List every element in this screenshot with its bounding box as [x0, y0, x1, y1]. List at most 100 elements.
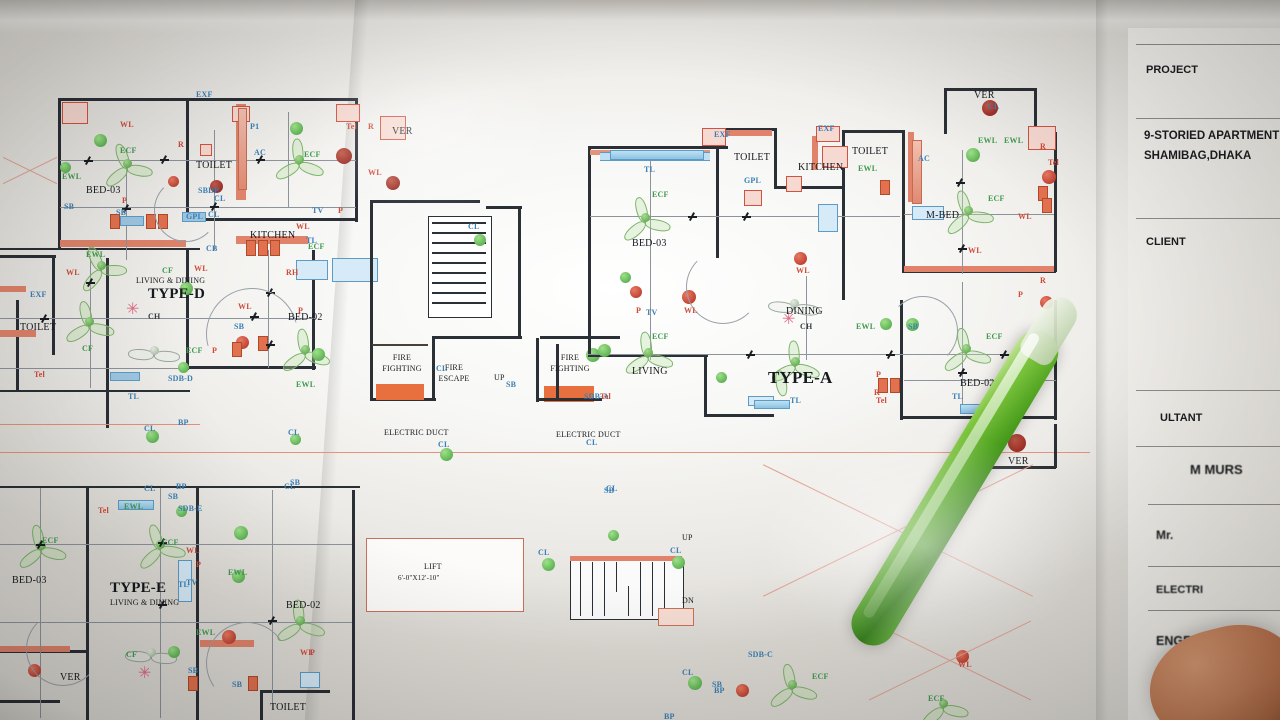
symbol-tag-ewl: EWL — [1004, 136, 1024, 145]
symbol-tag-sdb-c: SDB-C — [748, 650, 774, 659]
symbol-tag-sb: SB — [188, 666, 199, 675]
label-dn-stair: DN — [682, 596, 694, 605]
symbol-tag-ecf: ECF — [308, 242, 325, 251]
symbol-tag-sdb-e: SDB-E — [178, 504, 203, 513]
room-label: TOILET — [852, 146, 889, 157]
symbol-tag-r: R — [1040, 276, 1046, 285]
symbol-tag-tel: Tel — [600, 392, 611, 401]
symbol-tag-r: R — [1040, 142, 1046, 151]
symbol-tag-ch: CH — [148, 312, 161, 321]
room-label: BED-03 — [12, 575, 47, 586]
room-label: BED-03 — [632, 238, 667, 249]
label-fire-fighting-right: FIRE FIGHTING — [550, 353, 590, 373]
symbol-tag-wl: WL — [194, 264, 208, 273]
symbol-tag-wl: WL — [300, 648, 314, 657]
symbol-tag-wl: WL — [958, 660, 972, 669]
symbol-tag-tl: TL — [128, 392, 140, 401]
symbol-tag-wl: WL — [186, 546, 200, 555]
symbol-tag-ecf: ECF — [652, 332, 669, 341]
symbol-tag-wl: WL — [684, 306, 698, 315]
symbol-tag-p: P — [310, 648, 316, 657]
symbol-tag-tv: TV — [186, 578, 198, 587]
ceiling-fan-icon — [275, 596, 327, 644]
symbol-tag-p: P — [298, 306, 304, 315]
symbol-tag-cl: CL — [468, 222, 480, 231]
label-electric-duct-right: ELECTRIC DUCT — [556, 430, 621, 439]
label-electric-duct-left: ELECTRIC DUCT — [384, 428, 449, 437]
symbol-tag-tl: TL — [790, 396, 802, 405]
symbol-tag-ecf: ECF — [120, 146, 137, 155]
symbol-tag-bp: BP — [714, 686, 725, 695]
room-label: VER — [60, 672, 81, 683]
symbol-tag-p: P — [1018, 290, 1024, 299]
symbol-tag-tl: TL — [952, 392, 964, 401]
symbol-tag-sdb-a: SDB-A — [584, 392, 610, 401]
ceiling-fan-icon — [64, 299, 116, 345]
symbol-tag-tel: Tel — [876, 396, 887, 405]
title-block-project-location: SHAMIBAG,DHAKA — [1144, 150, 1252, 162]
symbol-tag-exf: EXF — [714, 130, 731, 139]
ceiling-fan-icon — [78, 242, 127, 294]
symbol-tag-cl: CL — [670, 546, 682, 555]
symbol-tag-tv: TV — [646, 308, 658, 317]
symbol-tag-cl: CL — [214, 194, 226, 203]
symbol-tag-sb: SB — [290, 478, 301, 487]
paper-fold-crease-2 — [1096, 0, 1118, 720]
symbol-tag-tel: Tel — [346, 122, 357, 131]
title-block: PROJECT 9-STORIED APARTMENT SHAMIBAG,DHA… — [1128, 28, 1280, 720]
paper-top-shadow — [0, 0, 1280, 34]
symbol-tag-wl: WL — [368, 168, 382, 177]
room-label: VER — [1008, 456, 1029, 467]
title-block-project-name: 9-STORIED APARTMENT — [1144, 130, 1280, 142]
symbol-tag-p1: P1 — [250, 122, 260, 131]
symbol-tag-sb: SB — [908, 322, 919, 331]
symbol-tag-ecf: ECF — [186, 346, 203, 355]
symbol-tag-sb: SB — [712, 680, 723, 689]
room-label: TOILET — [270, 702, 307, 713]
title-block-owner-label: Mr. — [1156, 528, 1174, 542]
ceiling-fan-icon — [122, 630, 180, 674]
unit-label-type-a: TYPE-A — [768, 368, 833, 387]
symbol-tag-ewl: EWL — [196, 628, 216, 637]
symbol-tag-cl: CL — [144, 424, 156, 433]
symbol-tag-tv: TV — [312, 206, 324, 215]
symbol-tag-gpl: GPL — [186, 212, 204, 221]
symbol-tag-wl: WL — [66, 268, 80, 277]
label-fire-escape: FIRE ESCAPE — [438, 363, 470, 383]
title-block-project-label: PROJECT — [1146, 64, 1198, 76]
room-label: LIVING — [632, 366, 668, 377]
symbol-tag-cl: CL — [438, 440, 450, 449]
symbol-tag-ewl: EWL — [856, 322, 876, 331]
symbol-tag-ewl: EWL — [228, 568, 248, 577]
symbol-tag-cl: CL — [538, 548, 550, 557]
room-label: VER — [974, 90, 995, 101]
symbol-tag-sdb-d: SDB-D — [168, 374, 194, 383]
symbol-tag-cl: CL — [284, 482, 296, 491]
symbol-tag-cl: CL — [288, 428, 300, 437]
ceiling-fan-icon — [620, 192, 672, 244]
symbol-tag-gpl: GPL — [744, 176, 762, 185]
symbol-tag-ewl: EWL — [296, 380, 316, 389]
symbol-tag-sdb-core: SB — [506, 380, 517, 389]
symbol-tag-sb: SB — [64, 202, 75, 211]
symbol-tag-sb: SB — [168, 492, 179, 501]
title-block-consultant-name: M MURS — [1190, 462, 1243, 477]
ceiling-fan-icon — [280, 326, 332, 374]
symbol-tag-cl: CL — [586, 438, 598, 447]
symbol-tag-cl: CL — [988, 102, 1000, 111]
symbol-tag-tel: Tel — [98, 506, 109, 515]
symbol-tag-ewl: EWL — [858, 164, 878, 173]
symbol-tag-ewl: EWL — [62, 172, 82, 181]
label-fire-fighting-left: FIRE FIGHTING — [382, 353, 422, 373]
symbol-tag-ch: CH — [800, 322, 813, 331]
ceiling-fan-icon — [919, 680, 970, 720]
symbol-tag-exf: EXF — [196, 90, 213, 99]
symbol-tag-r: R — [874, 388, 880, 397]
room-label: BED-03 — [86, 185, 121, 196]
symbol-tag-ewl: EWL — [978, 136, 998, 145]
room-label: TOILET — [20, 322, 57, 333]
ceiling-fan-icon — [127, 330, 181, 370]
unit-caption-type-e: LIVING & DINING — [110, 598, 180, 607]
symbol-tag-cl: CL — [682, 668, 694, 677]
